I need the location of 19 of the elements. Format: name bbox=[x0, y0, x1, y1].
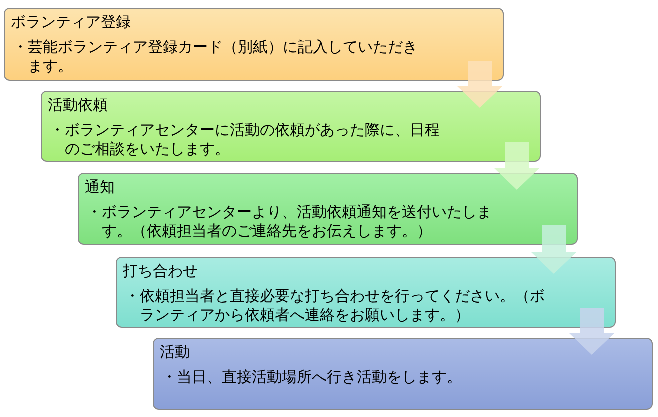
step-title: ボランティア登録 bbox=[11, 12, 131, 32]
step-title: 通知 bbox=[85, 177, 115, 197]
step-description: ・当日、直接活動場所へ行き活動をします。 bbox=[162, 368, 463, 387]
block-arrow bbox=[494, 142, 540, 190]
step-box bbox=[116, 257, 616, 328]
step-box bbox=[41, 91, 541, 162]
step-box bbox=[78, 173, 578, 245]
step-title: 活動依頼 bbox=[48, 95, 108, 115]
block-arrow bbox=[457, 61, 503, 108]
step-description: ・芸能ボランティア登録カード（別紙）に記入していただきます。 bbox=[13, 38, 418, 76]
block-arrow bbox=[531, 225, 577, 274]
step-title: 打ち合わせ bbox=[123, 261, 198, 281]
step-box bbox=[153, 338, 653, 410]
step-title: 活動 bbox=[160, 342, 190, 362]
step-box bbox=[4, 8, 504, 81]
step-description: ・ボランティアセンターに活動の依頼があった際に、日程のご相談をいたします。 bbox=[50, 121, 441, 159]
block-arrow bbox=[569, 308, 615, 355]
step-description: ・ボランティアセンターより、活動依頼通知を送付いたします。（依頼担当者のご連絡先をお伝えします。） bbox=[87, 203, 492, 241]
step-description: ・依頼担当者と直接必要な打ち合わせを行ってください。（ボランティアから依頼者へ連絡をお願いします。） bbox=[125, 287, 545, 325]
